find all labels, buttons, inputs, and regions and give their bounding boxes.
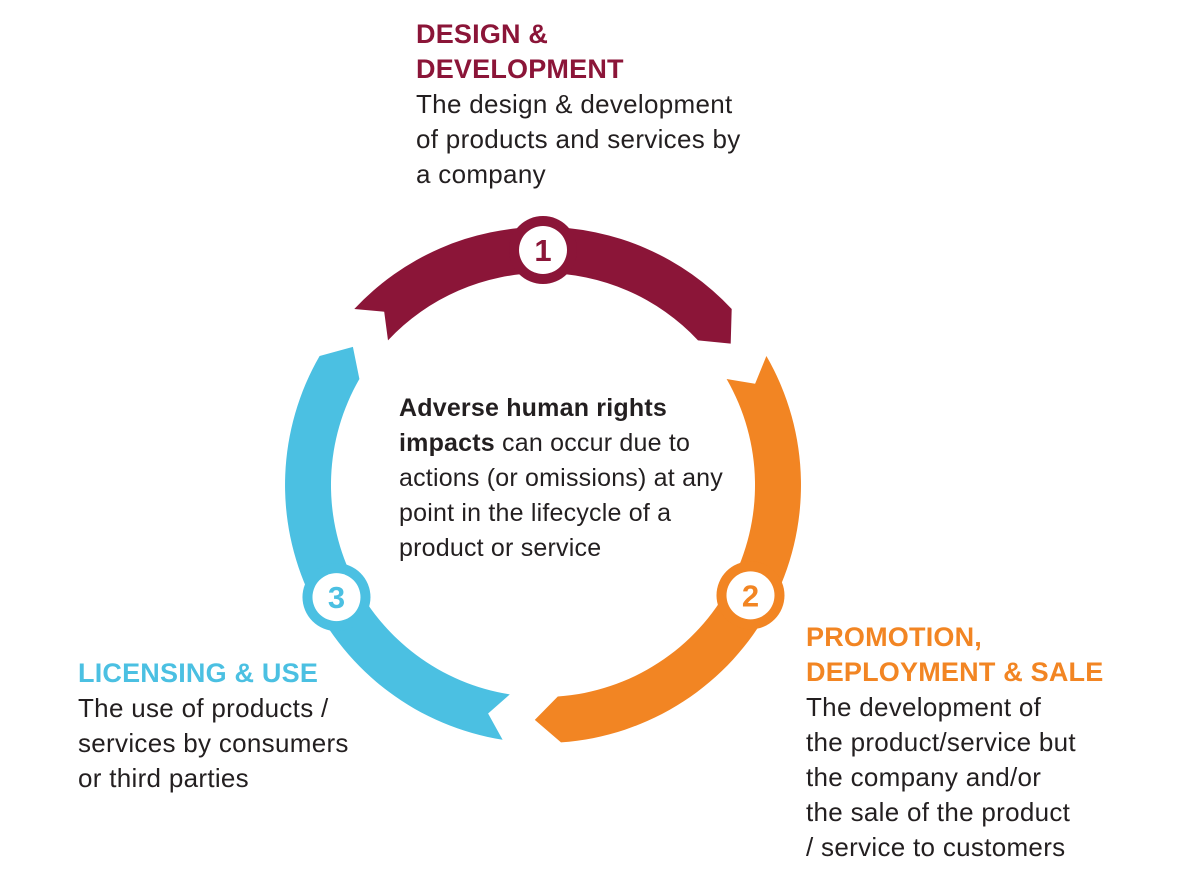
stage-1-desc-line-3: a company bbox=[416, 159, 546, 189]
design-development-arc bbox=[354, 226, 732, 344]
stage-2-desc-line-4: the sale of the product bbox=[806, 797, 1071, 827]
stage-1-badge-number: 1 bbox=[534, 233, 551, 268]
stage-3-title: LICENSING & USE bbox=[78, 656, 408, 691]
stage-2-badge-number: 2 bbox=[742, 578, 759, 613]
licensing-use-arc bbox=[285, 346, 510, 740]
ring-arcs bbox=[285, 226, 801, 743]
stage-promotion-deployment-sale: PROMOTION, DEPLOYMENT & SALE The develop… bbox=[806, 620, 1136, 865]
stage-licensing-use: LICENSING & USE The use of products / se… bbox=[78, 656, 408, 796]
center-statement-bold: Adverse human rights impacts bbox=[399, 394, 667, 457]
stage-3-description: The use of products / services by consum… bbox=[78, 691, 408, 796]
stage-2-desc-line-2: the product/service but bbox=[806, 727, 1076, 757]
stage-2-desc-line-1: The development of bbox=[806, 692, 1042, 722]
stage-3-badge-number: 3 bbox=[328, 580, 345, 615]
stage-2-title: PROMOTION, DEPLOYMENT & SALE bbox=[806, 620, 1136, 690]
stage-3-title-line-1: LICENSING & USE bbox=[78, 658, 319, 688]
promotion-deployment-arc bbox=[534, 356, 801, 743]
stage-1-desc-line-2: of products and services by bbox=[416, 124, 741, 154]
stage-2-desc-line-5: / service to customers bbox=[806, 832, 1066, 862]
stage-3-desc-line-3: or third parties bbox=[78, 763, 249, 793]
stage-3-badge-face bbox=[312, 573, 361, 622]
stage-2-title-line-1: PROMOTION, bbox=[806, 622, 982, 652]
stage-2-badge: 2 bbox=[716, 561, 785, 630]
stage-1-title-line-2: DEVELOPMENT bbox=[416, 54, 624, 84]
stage-1-title: DESIGN & DEVELOPMENT bbox=[416, 17, 796, 87]
stage-3-badge: 3 bbox=[302, 563, 371, 632]
stage-3-desc-line-1: The use of products / bbox=[78, 693, 329, 723]
stage-1-description: The design & development of products and… bbox=[416, 87, 796, 192]
stage-1-badge-face bbox=[519, 226, 567, 274]
stage-1-badge: 1 bbox=[509, 216, 577, 284]
stage-2-description: The development of the product/service b… bbox=[806, 690, 1136, 865]
stage-badges: 1 2 3 bbox=[302, 216, 785, 632]
stage-2-desc-line-3: the company and/or bbox=[806, 762, 1042, 792]
stage-1-desc-line-1: The design & development bbox=[416, 89, 733, 119]
stage-1-title-line-1: DESIGN & bbox=[416, 19, 549, 49]
stage-3-desc-line-2: services by consumers bbox=[78, 728, 349, 758]
center-statement: Adverse human rights impacts can occur d… bbox=[399, 391, 739, 566]
stage-2-badge-face bbox=[726, 571, 775, 620]
center-statement-rest: can occur due to actions (or omissions) … bbox=[399, 429, 723, 562]
stage-design-development: DESIGN & DEVELOPMENT The design & develo… bbox=[416, 17, 796, 192]
stage-2-title-line-2: DEPLOYMENT & SALE bbox=[806, 657, 1104, 687]
